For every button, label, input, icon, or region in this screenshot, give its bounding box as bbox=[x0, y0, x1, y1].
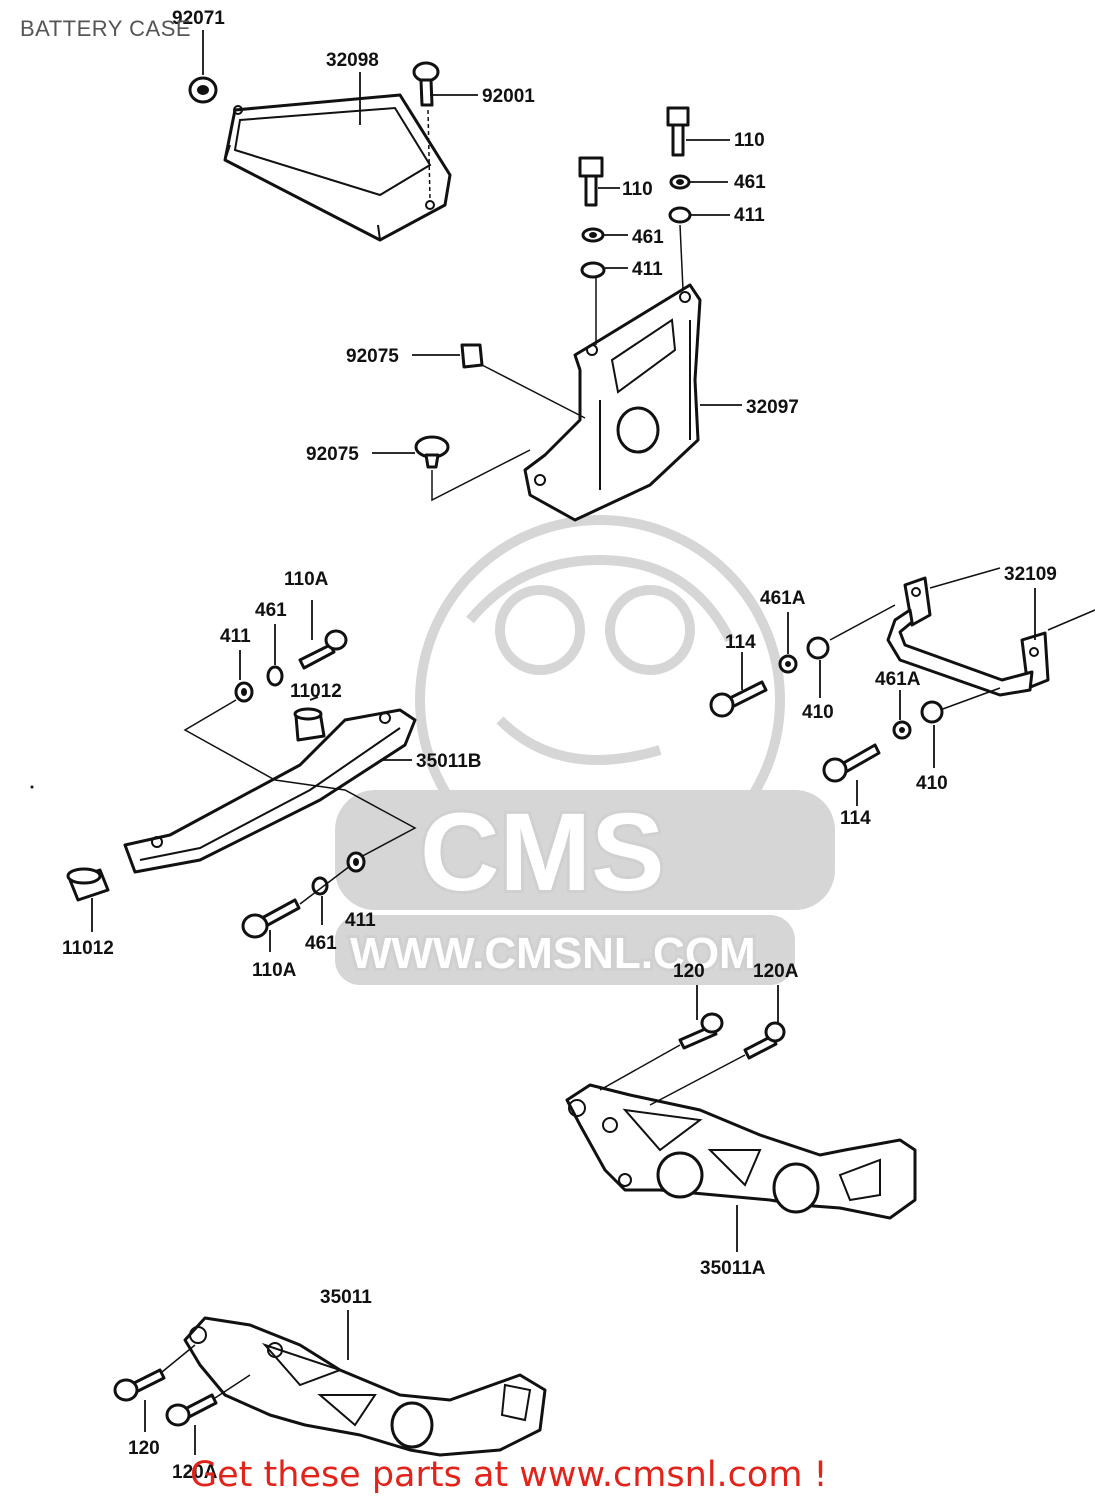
screw-92001 bbox=[412, 61, 478, 201]
grommet-92071 bbox=[188, 30, 218, 104]
bolts-120-35011 bbox=[113, 1344, 251, 1455]
label-410-upper: 410 bbox=[802, 702, 834, 723]
fasteners-lower-110A bbox=[241, 851, 366, 952]
label-110-right: 110 bbox=[734, 130, 765, 151]
bracket-35011A bbox=[565, 1083, 917, 1252]
bolts-120-35011A bbox=[599, 985, 786, 1106]
label-114-lower: 114 bbox=[840, 808, 871, 829]
bracket-35011 bbox=[183, 1310, 547, 1457]
label-114-upper: 114 bbox=[725, 632, 756, 653]
label-11012-left: 11012 bbox=[62, 938, 114, 959]
label-461A-lower: 461A bbox=[875, 669, 921, 690]
fasteners-114-lower bbox=[822, 690, 944, 806]
label-120-35011: 120 bbox=[128, 1438, 160, 1459]
label-32098: 32098 bbox=[326, 50, 379, 71]
fasteners-upper-110A bbox=[183, 600, 417, 861]
bushing-11012-left bbox=[66, 867, 110, 932]
label-11012-center: 11012 bbox=[290, 681, 342, 702]
label-410-lower: 410 bbox=[916, 773, 948, 794]
label-461-right: 461 bbox=[734, 172, 766, 193]
bushing-11012-center bbox=[293, 696, 326, 742]
stray-dot bbox=[30, 785, 34, 789]
watermark-url-text: WWW.CMSNL.COM bbox=[350, 929, 756, 978]
callout-labels: 92071 32098 92001 110 461 411 110 461 41… bbox=[62, 8, 1057, 1483]
label-461-left: 461 bbox=[632, 227, 664, 248]
page-title: BATTERY CASE bbox=[20, 16, 192, 41]
label-461-lower: 461 bbox=[305, 933, 337, 954]
label-32109: 32109 bbox=[1004, 564, 1057, 585]
label-32097: 32097 bbox=[746, 397, 799, 418]
label-411-upper: 411 bbox=[220, 626, 251, 647]
label-35011B: 35011B bbox=[416, 751, 482, 772]
label-35011: 35011 bbox=[320, 1287, 372, 1308]
cms-watermark: CMS WWW.CMSNL.COM bbox=[335, 515, 835, 985]
bolt-110-left bbox=[578, 156, 628, 345]
label-92071: 92071 bbox=[172, 8, 225, 29]
battery-case-32098 bbox=[223, 93, 452, 242]
label-411-right: 411 bbox=[734, 205, 765, 226]
label-461-upper: 461 bbox=[255, 600, 287, 621]
label-92001: 92001 bbox=[482, 86, 535, 107]
label-120A-35011A: 120A bbox=[753, 961, 799, 982]
label-110A-lower: 110A bbox=[252, 960, 297, 981]
label-411-lower: 411 bbox=[345, 910, 376, 931]
label-120-35011A: 120 bbox=[673, 961, 705, 982]
guard-35011B bbox=[123, 708, 417, 874]
bolt-110-right bbox=[666, 106, 730, 291]
label-92075-lower: 92075 bbox=[306, 444, 359, 465]
label-35011A: 35011A bbox=[700, 1258, 766, 1279]
get-parts-link[interactable]: Get these parts at www.cmsnl.com ! bbox=[190, 1455, 828, 1495]
label-461A-upper: 461A bbox=[760, 588, 806, 609]
bar-32109 bbox=[829, 567, 1095, 711]
label-92075-upper: 92075 bbox=[346, 346, 399, 367]
label-120A-35011: 120A bbox=[172, 1462, 218, 1483]
label-411-left: 411 bbox=[632, 259, 663, 280]
clip-92075-lower bbox=[372, 435, 531, 502]
watermark-logo-text: CMS bbox=[420, 791, 664, 914]
clip-92075-upper bbox=[412, 343, 586, 419]
label-110A-upper: 110A bbox=[284, 569, 329, 590]
label-110-left: 110 bbox=[622, 179, 653, 200]
bracket-32097 bbox=[523, 283, 742, 522]
fasteners-114-upper bbox=[709, 612, 830, 718]
